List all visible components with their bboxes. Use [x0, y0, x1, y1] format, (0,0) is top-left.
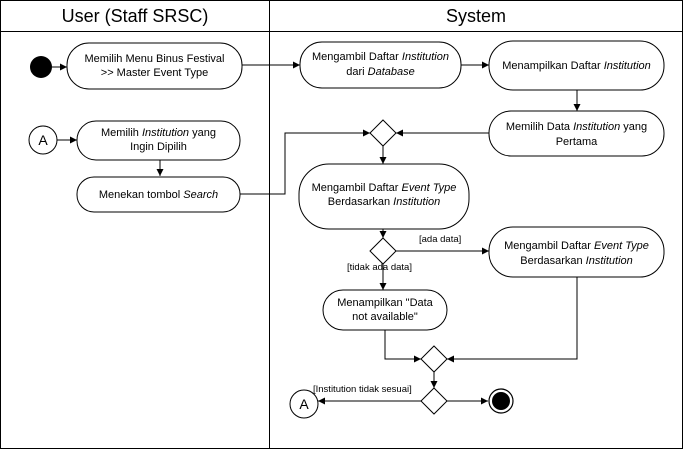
svg-text:Mengambil Daftar Event Type: Mengambil Daftar Event Type: [504, 240, 649, 252]
connector-a-end-label: A: [299, 396, 309, 412]
svg-text:Memilih Institution yang: Memilih Institution yang: [101, 127, 216, 139]
edge-ambil-event2-to-merge: [447, 277, 578, 363]
action-memilih-institution: Memilih Institution yang Ingin Dipilih: [76, 120, 241, 161]
edge-search-to-merge: [240, 129, 370, 195]
lane-title-system: System: [446, 6, 506, 26]
end-node: [488, 388, 514, 414]
connector-a-start: A: [28, 125, 58, 155]
svg-text:>> Master Event Type: >> Master Event Type: [101, 67, 208, 79]
svg-text:Berdasarkan Institution: Berdasarkan Institution: [328, 196, 441, 208]
svg-text:Menekan tombol Search: Menekan tombol Search: [99, 189, 218, 201]
lane-title-user: User (Staff SRSC): [62, 6, 209, 26]
svg-text:Berdasarkan Institution: Berdasarkan Institution: [520, 255, 633, 267]
connector-a-start-label: A: [38, 132, 48, 148]
action-memilih-menu: Memilih Menu Binus Festival >> Master Ev…: [66, 42, 243, 90]
decision-diamond: [369, 237, 397, 265]
action-menampilkan-daftar-institution: Menampilkan Daftar Institution: [488, 40, 665, 91]
connector-a-end: A: [289, 389, 319, 419]
action-menekan-tombol-search: Menekan tombol Search: [76, 176, 241, 213]
action-mengambil-event-type-2: Mengambil Daftar Event Type Berdasarkan …: [488, 226, 665, 278]
svg-text:Memilih Data Institution yang: Memilih Data Institution yang: [506, 121, 647, 133]
final-decision-diamond: [420, 387, 448, 415]
svg-text:dari Database: dari Database: [346, 66, 415, 78]
action-memilih-data-pertama: Memilih Data Institution yang Pertama: [488, 110, 665, 157]
merge-diamond-2: [420, 345, 448, 373]
merge-diamond-1: [369, 119, 397, 147]
action-menampilkan-data-not-available: Menampilkan "Data not available": [322, 289, 448, 331]
guard-tidak-ada-data: [tidak ada data]: [347, 262, 412, 273]
action-mengambil-event-type-1: Mengambil Daftar Event Type Berdasarkan …: [298, 163, 470, 230]
guard-institution-tidak-sesuai: [Institution tidak sesuai]: [313, 384, 412, 395]
svg-text:Menampilkan "Data: Menampilkan "Data: [337, 297, 433, 309]
svg-text:Menampilkan Daftar Institution: Menampilkan Daftar Institution: [502, 60, 651, 72]
svg-text:Ingin Dipilih: Ingin Dipilih: [130, 141, 187, 153]
svg-text:Pertama: Pertama: [556, 136, 598, 148]
edges: [52, 61, 581, 405]
edge-not-available-to-merge: [384, 330, 421, 363]
action-mengambil-daftar-institution: Mengambil Daftar Institution dari Databa…: [299, 41, 462, 89]
svg-text:not available": not available": [352, 311, 418, 323]
guard-ada-data: [ada data]: [419, 234, 461, 245]
svg-text:Mengambil Daftar Institution: Mengambil Daftar Institution: [312, 51, 449, 63]
start-node: [30, 56, 52, 78]
svg-text:Mengambil Daftar Event Type: Mengambil Daftar Event Type: [312, 182, 457, 194]
svg-text:Memilih Menu Binus Festival: Memilih Menu Binus Festival: [85, 53, 225, 65]
